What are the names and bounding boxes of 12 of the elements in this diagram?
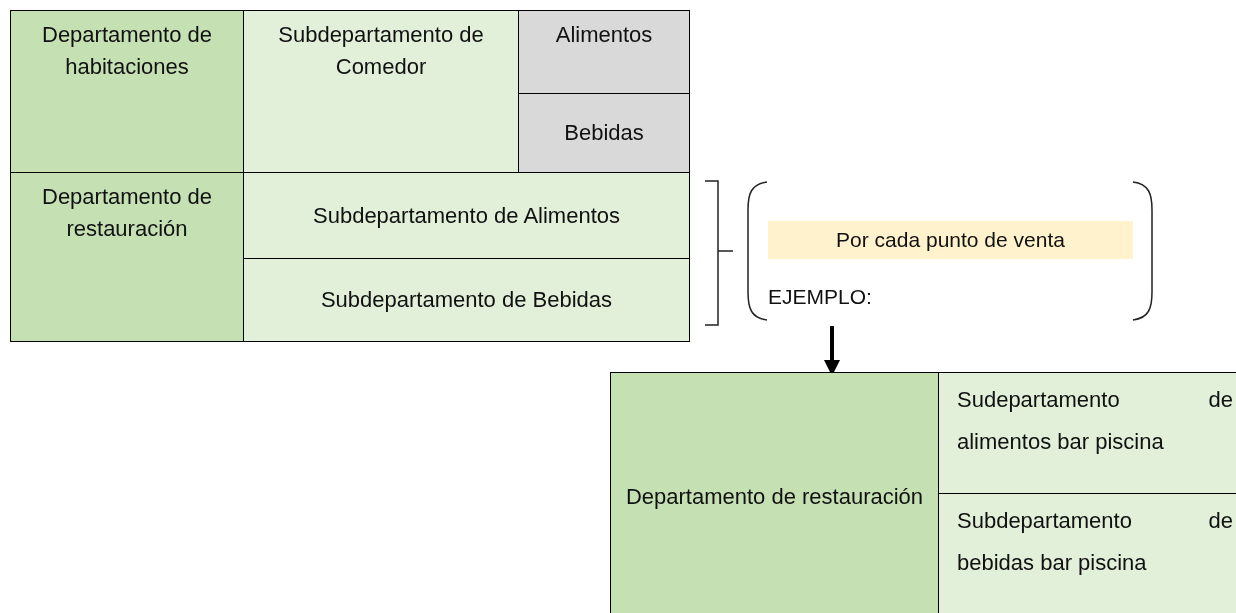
table-cell: Bebidas: [518, 93, 690, 173]
table-cell: Alimentos: [518, 10, 690, 94]
table-cell: Departamento de restauración: [610, 372, 939, 613]
table-cell: Subdepartamento de Alimentos: [243, 172, 690, 259]
table-cell: Departamento de habitaciones: [10, 10, 244, 173]
table-cell: Departamento de restauración: [10, 172, 244, 342]
table-cell: Subdepartamento de Bebidas: [243, 258, 690, 342]
note-text: Por cada punto de venta: [768, 221, 1133, 259]
example-label: EJEMPLO:: [768, 284, 872, 310]
table-cell: Subdepartamento de Comedor: [243, 10, 519, 173]
table-cell: Sudepartamento de alimentos bar piscina: [938, 372, 1236, 494]
table-cell: Subdepartamento de bebidas bar piscina: [938, 493, 1236, 613]
